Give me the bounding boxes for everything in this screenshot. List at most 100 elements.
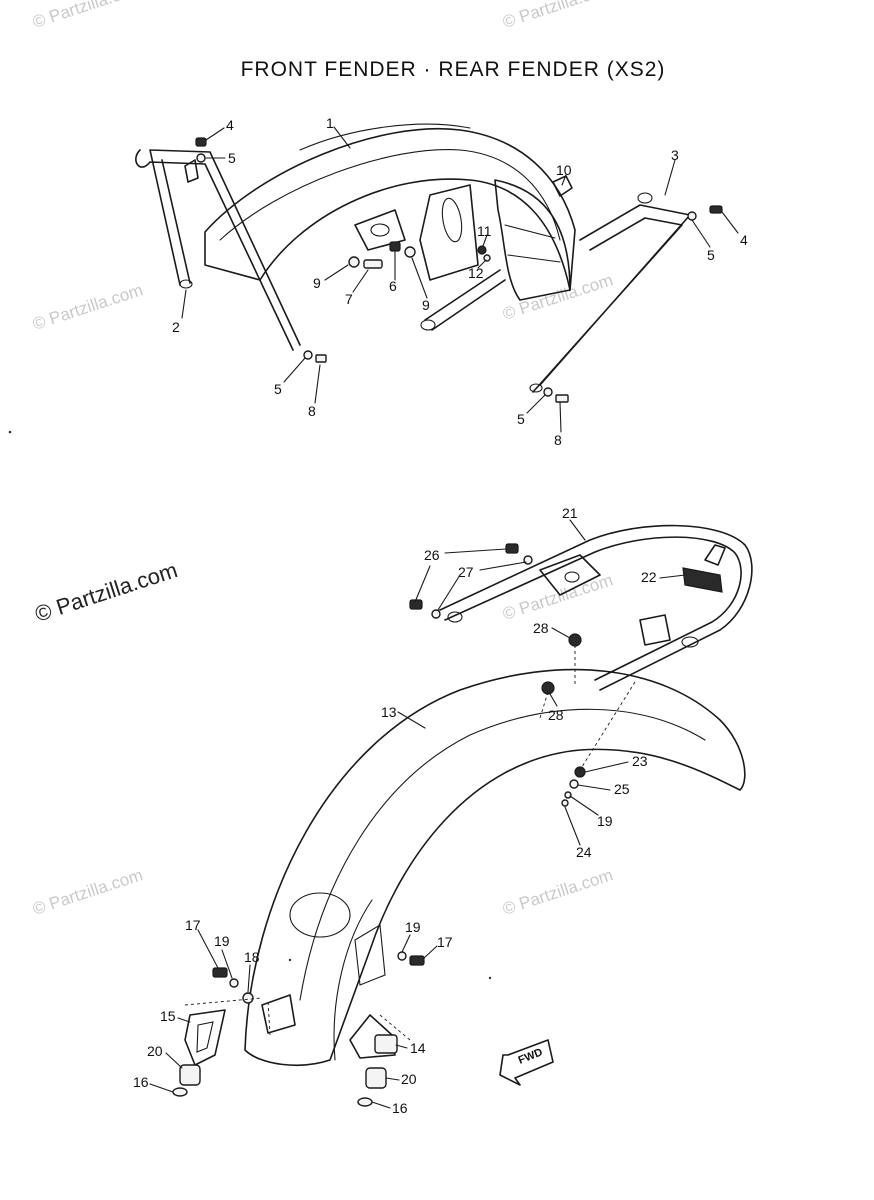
- callout-4: 4: [740, 232, 748, 248]
- washer-27-top: [523, 555, 533, 565]
- bolt-8-left: [315, 354, 327, 363]
- front-fender-inner-panel: [494, 179, 571, 301]
- grommet-28-top: [568, 633, 582, 647]
- callout-20: 20: [147, 1043, 163, 1059]
- fwd-arrow-icon: FWD: [499, 1039, 554, 1086]
- grommet-28-bottom: [541, 681, 555, 695]
- callout-23: 23: [632, 753, 648, 769]
- bolt-4-left: [195, 137, 207, 147]
- watermark-text: © Partzilla.com: [500, 570, 615, 623]
- bracket-15: [184, 1009, 226, 1066]
- callout-9: 9: [313, 275, 321, 291]
- washer-16-right: [357, 1097, 373, 1107]
- callout-14: 14: [410, 1040, 426, 1056]
- diagram-title: FRONT FENDER · REAR FENDER (XS2): [241, 58, 666, 81]
- callout-1: 1: [326, 115, 334, 131]
- callout-6: 6: [389, 278, 397, 294]
- callout-18: 18: [244, 949, 260, 965]
- callout-7: 7: [345, 291, 353, 307]
- washer-19-right: [397, 951, 407, 961]
- callout-26: 26: [424, 547, 440, 563]
- callout-10: 10: [556, 162, 572, 178]
- grip-22: [682, 567, 723, 593]
- front-fasteners: [195, 137, 723, 403]
- fender-side-bracket: [354, 209, 406, 251]
- callout-27: 27: [458, 564, 474, 580]
- callout-19: 19: [405, 919, 421, 935]
- bolt-4-right: [709, 205, 723, 214]
- front-fender-assembly: 1 4 5 2 3 4 5 10 11 12 9 7 6 9 5 8 5 8: [135, 115, 748, 448]
- callout-19: 19: [214, 933, 230, 949]
- washer-18: [242, 992, 254, 1004]
- callout-4: 4: [226, 117, 234, 133]
- grab-bar-bracket: [539, 554, 601, 596]
- bolt-7: [363, 259, 383, 269]
- washer-25: [569, 779, 579, 789]
- bolt-26-top: [505, 543, 519, 554]
- callout-28: 28: [533, 620, 549, 636]
- damper-20-right: [365, 1067, 387, 1089]
- callout-3: 3: [671, 147, 679, 163]
- callout-9: 9: [422, 297, 430, 313]
- bracket-plate-center: [261, 994, 296, 1034]
- callout-16: 16: [392, 1100, 408, 1116]
- bolt-8-right: [555, 394, 569, 403]
- nut-24: [561, 799, 569, 807]
- callout-16: 16: [133, 1074, 149, 1090]
- callout-24: 24: [576, 844, 592, 860]
- callout-5: 5: [517, 411, 525, 427]
- watermark-text: © Partzilla.com: [30, 865, 145, 918]
- callout-19: 19: [597, 813, 613, 829]
- watermark-text: © Partzilla.com: [30, 280, 145, 333]
- watermarks: © Partzilla.com © Partzilla.com © Partzi…: [30, 0, 615, 919]
- washer-9-right: [404, 246, 416, 258]
- cap-23: [574, 766, 586, 778]
- front-fender-stay-left: [135, 149, 301, 351]
- callout-28: 28: [548, 707, 564, 723]
- callout-22: 22: [641, 569, 657, 585]
- rear-leader-lines: [149, 519, 686, 1109]
- fender-bracket: [419, 184, 479, 281]
- callout-25: 25: [614, 781, 630, 797]
- washer-5-top: [196, 153, 206, 163]
- callout-20: 20: [401, 1071, 417, 1087]
- bolt-26-bottom: [409, 599, 423, 610]
- watermark-text: © Partzilla.com: [30, 0, 145, 32]
- washer-16-left: [172, 1087, 188, 1097]
- front-stay-lower: [424, 269, 506, 331]
- callout-13: 13: [381, 704, 397, 720]
- cable-clamp-10: [552, 175, 573, 197]
- washer-9-left: [348, 256, 360, 268]
- fwd-label: FWD: [517, 1046, 545, 1067]
- callout-5: 5: [707, 247, 715, 263]
- washer-19-rear: [564, 791, 572, 799]
- taillight-cutout: [289, 892, 351, 938]
- callout-11: 11: [477, 223, 492, 239]
- callout-5: 5: [228, 150, 236, 166]
- rear-fasteners: [172, 543, 586, 1107]
- callout-17: 17: [185, 917, 201, 933]
- callout-15: 15: [160, 1008, 176, 1024]
- bolt-6: [389, 241, 401, 252]
- washer-5-right: [687, 211, 697, 221]
- callout-2: 2: [172, 319, 180, 335]
- callout-12: 12: [468, 265, 484, 281]
- callout-21: 21: [562, 505, 578, 521]
- callout-8: 8: [554, 432, 562, 448]
- watermark-text: © Partzilla.com: [500, 865, 615, 918]
- grab-bar: [439, 524, 753, 691]
- washer-5-right-bottom: [543, 387, 553, 397]
- washer-19-left: [229, 978, 239, 988]
- rear-fender-assembly: 21 22 26 27 28 28 13 23 25 19 24 17 19 1…: [133, 505, 753, 1116]
- washer-5-left-bottom: [303, 350, 313, 360]
- front-leader-lines: [181, 126, 739, 433]
- callout-17: 17: [437, 934, 453, 950]
- callout-5: 5: [274, 381, 282, 397]
- rear-fender: [244, 668, 746, 1066]
- nut-11: [477, 245, 487, 255]
- damper-20-left: [179, 1064, 201, 1086]
- front-fender-stay-right: [532, 204, 691, 393]
- bolt-17-left: [212, 967, 228, 978]
